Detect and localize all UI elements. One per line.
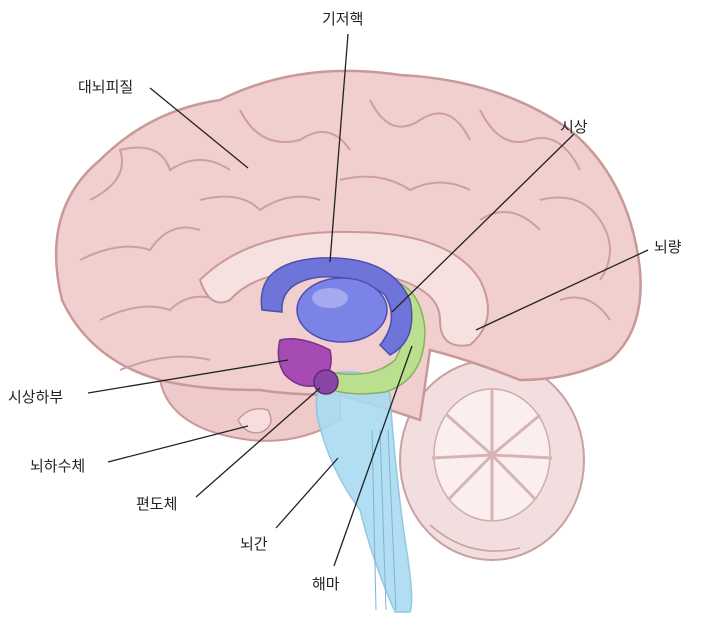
label-hypothalamus: 시상하부 xyxy=(8,388,64,406)
label-amygdala: 편도체 xyxy=(136,495,178,513)
label-corpus-callosum: 뇌량 xyxy=(654,238,682,256)
label-brainstem: 뇌간 xyxy=(240,535,268,553)
label-cerebral-cortex: 대뇌피질 xyxy=(78,78,134,96)
label-thalamus: 시상 xyxy=(560,118,588,136)
thalamus-shape xyxy=(296,277,388,343)
cerebellum xyxy=(399,359,585,561)
label-pituitary: 뇌하수체 xyxy=(30,457,86,475)
label-basal-ganglia: 기저핵 xyxy=(322,10,364,28)
brainstem-stripes xyxy=(371,429,397,611)
basal-ganglia-shape xyxy=(260,257,413,356)
leader-lines xyxy=(87,33,649,567)
gyri-lines xyxy=(79,99,611,371)
corpus-callosum xyxy=(198,230,489,347)
label-hippocampus: 해마 xyxy=(312,575,340,593)
